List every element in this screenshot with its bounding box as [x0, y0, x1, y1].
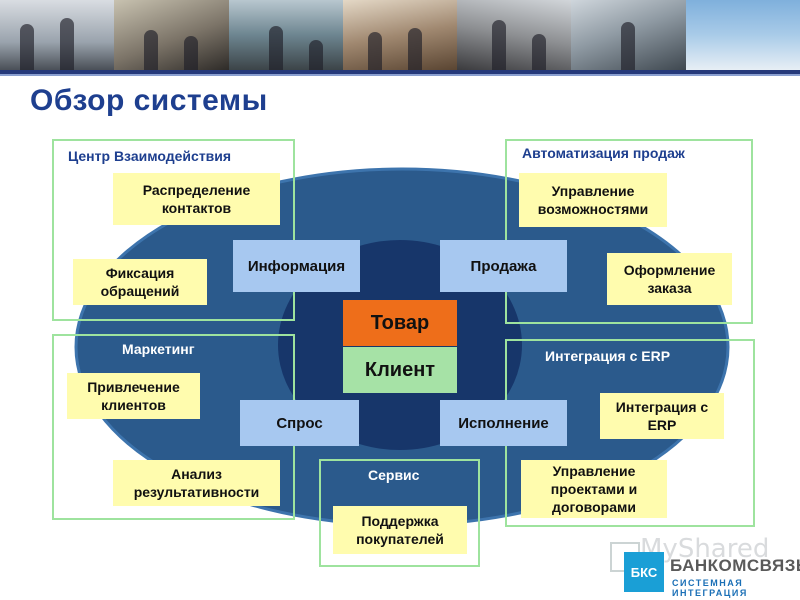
header-photo — [685, 0, 800, 70]
group-interaction-center-label: Центр Взаимодействия — [68, 148, 232, 164]
header-photo — [228, 0, 343, 70]
core-client: Клиент — [343, 347, 457, 393]
header-divider-light — [0, 74, 800, 76]
block-order-processing: Оформление заказа — [607, 253, 732, 305]
header-photo — [457, 0, 572, 70]
header-photo — [0, 0, 115, 70]
block-project-contract-management: Управление проектами и договорами — [521, 460, 667, 518]
logo-name: БАНКОМСВЯЗЬ — [670, 556, 800, 575]
block-contact-distribution: Распределение контактов — [113, 173, 280, 225]
hub-information: Информация — [233, 240, 360, 292]
group-sales-automation-label: Автоматизация продаж — [522, 145, 685, 161]
company-logo: БКС БАНКОМСВЯЗЬ СИСТЕМНАЯ ИНТЕГРАЦИЯ — [606, 538, 800, 598]
group-sales-automation — [505, 139, 753, 324]
header-photo — [342, 0, 458, 70]
block-request-logging: Фиксация обращений — [73, 259, 207, 305]
block-customer-acquisition: Привлечение клиентов — [67, 373, 200, 419]
group-erp-integration-label: Интеграция с ERP — [545, 348, 671, 364]
header-photo — [114, 0, 229, 70]
hub-fulfillment: Исполнение — [440, 400, 567, 446]
group-service-label: Сервис — [368, 467, 420, 483]
logo-subtitle: СИСТЕМНАЯ ИНТЕГРАЦИЯ — [672, 578, 748, 598]
block-performance-analysis: Анализ результативности — [113, 460, 280, 506]
header-photo-strip — [0, 0, 800, 70]
logo-mark: БКС — [624, 552, 664, 592]
header-divider — [0, 70, 800, 74]
header-photo — [571, 0, 686, 70]
core-product: Товар — [343, 300, 457, 346]
group-service — [319, 459, 480, 567]
group-marketing-label: Маркетинг — [122, 341, 195, 357]
block-customer-support: Поддержка покупателей — [333, 506, 467, 554]
hub-demand: Спрос — [240, 400, 359, 446]
page-title: Обзор системы — [30, 84, 268, 117]
block-opportunity-management: Управление возможностями — [519, 173, 667, 227]
block-erp-integration: Интеграция с ERP — [600, 393, 724, 439]
group-interaction-center — [52, 139, 295, 321]
hub-sales: Продажа — [440, 240, 567, 292]
